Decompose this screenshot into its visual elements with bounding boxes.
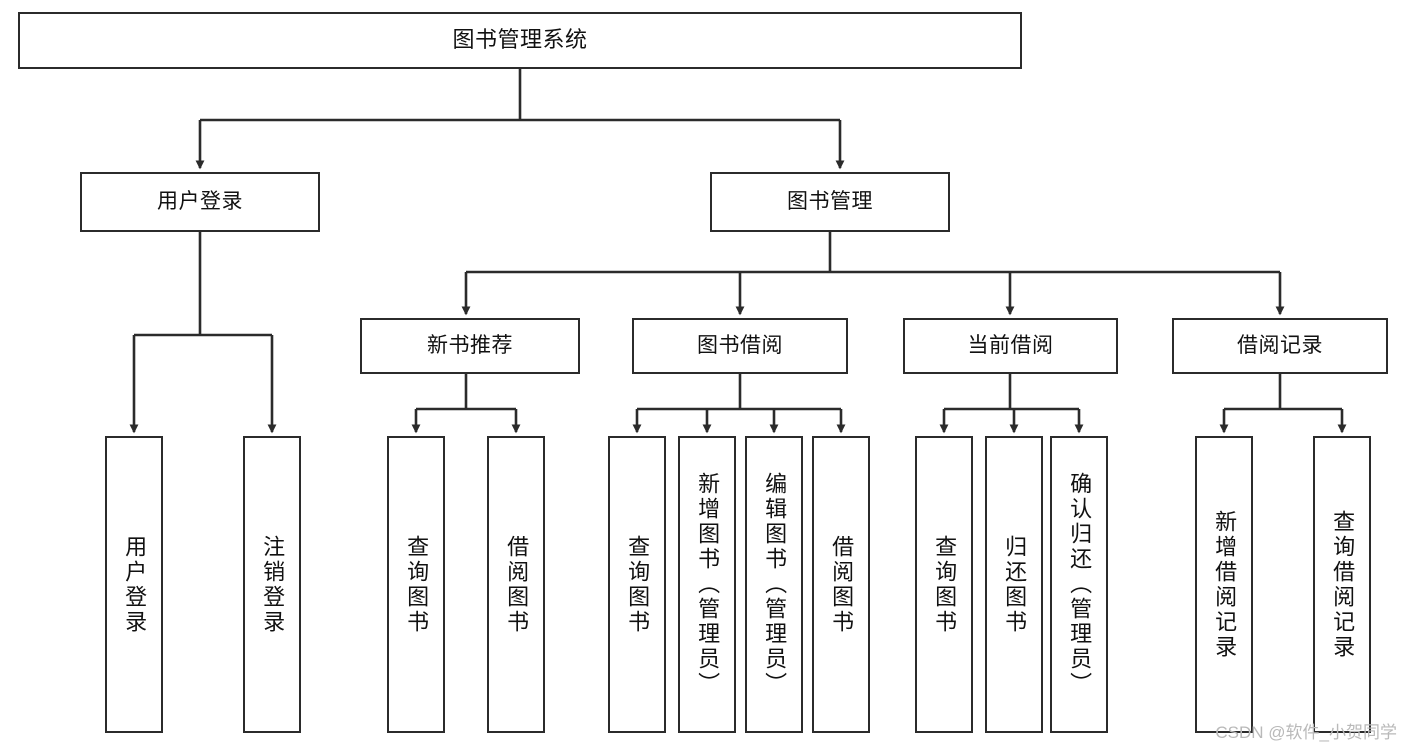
leaf-node-add-book-admin[interactable]: 新增图书（管理员） [678, 436, 736, 733]
leaf-node-return-book[interactable]: 归还图书 [985, 436, 1043, 733]
edge-current-borrow-to-leaves [939, 374, 1084, 434]
csdn-watermark: CSDN @软件_小贺同学 [1215, 723, 1397, 742]
node-current-borrowing[interactable]: 当前借阅 [903, 318, 1118, 374]
leaf-label: 用户登录 [122, 534, 148, 635]
leaf-label: 查询图书 [404, 534, 430, 635]
leaf-node-borrow-book[interactable]: 借阅图书 [812, 436, 870, 733]
node-user-login[interactable]: 用户登录 [80, 172, 320, 232]
edge-new-book-rec-to-leaves [411, 374, 521, 434]
leaf-label: 确认归还（管理员） [1067, 472, 1093, 697]
leaf-node-query-borrow-record[interactable]: 查询借阅记录 [1313, 436, 1371, 733]
leaf-node-logout[interactable]: 注销登录 [243, 436, 301, 733]
edge-borrow-record-to-leaves [1219, 374, 1347, 434]
leaf-label: 查询借阅记录 [1330, 509, 1356, 660]
leaf-node-user-login[interactable]: 用户登录 [105, 436, 163, 733]
edge-user-login-to-leaves [129, 232, 277, 434]
leaf-node-borrow-book-recommend[interactable]: 借阅图书 [487, 436, 545, 733]
leaf-node-query-book-recommend[interactable]: 查询图书 [387, 436, 445, 733]
leaf-label: 编辑图书（管理员） [762, 472, 788, 697]
leaf-label: 查询图书 [625, 534, 651, 635]
leaf-label: 新增图书（管理员） [695, 472, 721, 697]
node-book-management[interactable]: 图书管理 [710, 172, 950, 232]
node-borrowing-records[interactable]: 借阅记录 [1172, 318, 1388, 374]
leaf-node-edit-book-admin[interactable]: 编辑图书（管理员） [745, 436, 803, 733]
leaf-label: 查询图书 [932, 534, 958, 635]
leaf-label: 注销登录 [260, 534, 286, 635]
node-book-borrowing[interactable]: 图书借阅 [632, 318, 848, 374]
node-new-book-recommendation[interactable]: 新书推荐 [360, 318, 580, 374]
leaf-label: 新增借阅记录 [1212, 509, 1238, 660]
node-root-book-management-system[interactable]: 图书管理系统 [18, 12, 1022, 69]
leaf-node-confirm-return-admin[interactable]: 确认归还（管理员） [1050, 436, 1108, 733]
leaf-label: 借阅图书 [829, 534, 855, 635]
leaf-node-query-book-current[interactable]: 查询图书 [915, 436, 973, 733]
leaf-node-add-borrow-record[interactable]: 新增借阅记录 [1195, 436, 1253, 733]
leaf-node-query-book-borrow[interactable]: 查询图书 [608, 436, 666, 733]
edge-book-borrow-to-leaves [632, 374, 846, 434]
leaf-label: 借阅图书 [504, 534, 530, 635]
edge-root-to-level2 [195, 69, 845, 170]
leaf-label: 归还图书 [1002, 534, 1028, 635]
edge-book-manage-to-level3 [461, 232, 1285, 316]
